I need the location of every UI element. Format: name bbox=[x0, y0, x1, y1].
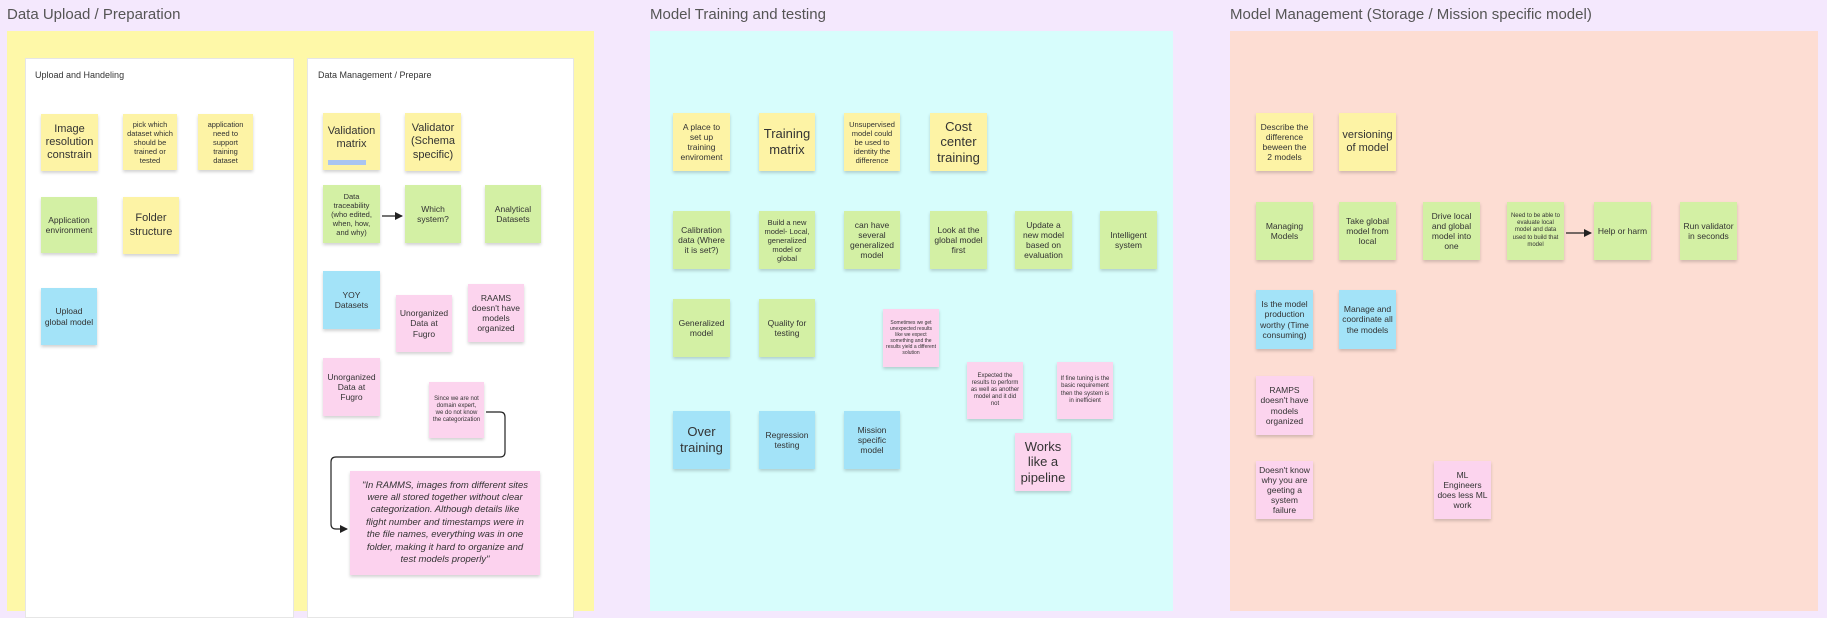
sticky-note[interactable]: Training matrix bbox=[759, 113, 815, 171]
sticky-note[interactable]: Mission specific model bbox=[844, 411, 900, 469]
sticky-note[interactable]: Data traceability (who edited, when, how… bbox=[323, 185, 380, 243]
sticky-note[interactable]: Since we are not domain expert, we do no… bbox=[429, 382, 484, 438]
sticky-note[interactable]: Unorganized Data at Fugro bbox=[323, 358, 380, 416]
sticky-note[interactable]: Drive local and global model into one bbox=[1423, 202, 1480, 260]
section-title-training: Model Training and testing bbox=[650, 6, 826, 23]
sticky-note[interactable]: Doesn't know why you are geeting a syste… bbox=[1256, 461, 1313, 519]
sticky-note[interactable]: Unorganized Data at Fugro bbox=[396, 295, 452, 352]
sticky-note[interactable]: RAAMS doesn't have models organized bbox=[468, 284, 524, 342]
sticky-note[interactable]: Update a new model based on evaluation bbox=[1015, 211, 1072, 269]
section-management[interactable] bbox=[1230, 31, 1818, 611]
sticky-note[interactable]: Expected the results to perform as well … bbox=[967, 362, 1023, 419]
sticky-note[interactable]: A place to set up training enviroment bbox=[673, 113, 730, 171]
sticky-note[interactable]: Take global model from local bbox=[1339, 202, 1396, 260]
sticky-note[interactable]: can have several generalized model bbox=[844, 211, 900, 269]
sticky-note[interactable]: Help or harm bbox=[1594, 202, 1651, 260]
sticky-note[interactable]: Build a new model- Local, generalized mo… bbox=[759, 211, 815, 269]
sticky-note[interactable]: Intelligent system bbox=[1100, 211, 1157, 269]
sticky-note[interactable]: Look at the global model first bbox=[930, 211, 987, 269]
sticky-note[interactable]: versioning of model bbox=[1339, 113, 1396, 171]
panel-title-handling: Upload and Handeling bbox=[35, 70, 125, 80]
sticky-note[interactable]: Need to be able to evaluate local model … bbox=[1507, 202, 1564, 260]
sticky-note[interactable]: If fine tuning is the basic requirement … bbox=[1057, 362, 1113, 419]
sticky-note[interactable]: Describe the difference beween the 2 mod… bbox=[1256, 113, 1313, 171]
panel-title-manage: Data Management / Prepare bbox=[318, 70, 432, 80]
sticky-note[interactable]: Regression testing bbox=[759, 411, 815, 469]
sticky-note[interactable]: Validator (Schema specific) bbox=[405, 113, 461, 171]
sticky-note[interactable]: Unsupervised model could be used to iden… bbox=[844, 113, 900, 171]
quote-card[interactable]: "In RAMMS, images from different sites w… bbox=[350, 471, 540, 575]
sticky-note[interactable]: Works like a pipeline bbox=[1015, 433, 1071, 491]
sticky-note[interactable]: Managing Models bbox=[1256, 202, 1313, 260]
sticky-note[interactable]: Over training bbox=[673, 411, 730, 469]
sticky-note[interactable]: ML Engineers does less ML work bbox=[1434, 461, 1491, 519]
sticky-note[interactable]: Manage and coordinate all the models bbox=[1339, 290, 1396, 349]
sticky-note[interactable]: Upload global model bbox=[41, 288, 97, 345]
sticky-note[interactable]: RAMPS doesn't have models organized bbox=[1256, 376, 1313, 435]
sticky-note[interactable]: Validation matrix bbox=[323, 113, 380, 170]
sticky-note[interactable]: Is the model production worthy (Time con… bbox=[1256, 290, 1313, 349]
sticky-note[interactable]: application need to support training dat… bbox=[198, 114, 253, 170]
sticky-note[interactable]: Sometimes we get unexpected results like… bbox=[883, 309, 939, 367]
sticky-note[interactable]: Run validator in seconds bbox=[1680, 202, 1737, 260]
sticky-note[interactable]: Which system? bbox=[405, 185, 461, 243]
sticky-note[interactable]: pick which dataset which should be train… bbox=[123, 114, 177, 170]
sticky-note[interactable]: Calibration data (Where it is set?) bbox=[673, 211, 730, 269]
highlight-bar bbox=[328, 160, 366, 165]
sticky-note[interactable]: Analytical Datasets bbox=[485, 185, 541, 243]
sticky-note[interactable]: Image resolution constrain bbox=[41, 114, 98, 171]
sticky-note[interactable]: Quality for testing bbox=[759, 299, 815, 357]
sticky-note[interactable]: Generalized model bbox=[673, 299, 730, 357]
section-title-upload: Data Upload / Preparation bbox=[7, 6, 181, 23]
sticky-note[interactable]: Cost center training bbox=[930, 113, 987, 171]
sticky-note[interactable]: Application environment bbox=[41, 197, 97, 253]
sticky-note-text: Validation matrix bbox=[327, 124, 376, 150]
sticky-note[interactable]: YOY Datasets bbox=[323, 271, 380, 329]
sticky-note[interactable]: Folder structure bbox=[123, 197, 179, 254]
section-title-management: Model Management (Storage / Mission spec… bbox=[1230, 6, 1592, 23]
